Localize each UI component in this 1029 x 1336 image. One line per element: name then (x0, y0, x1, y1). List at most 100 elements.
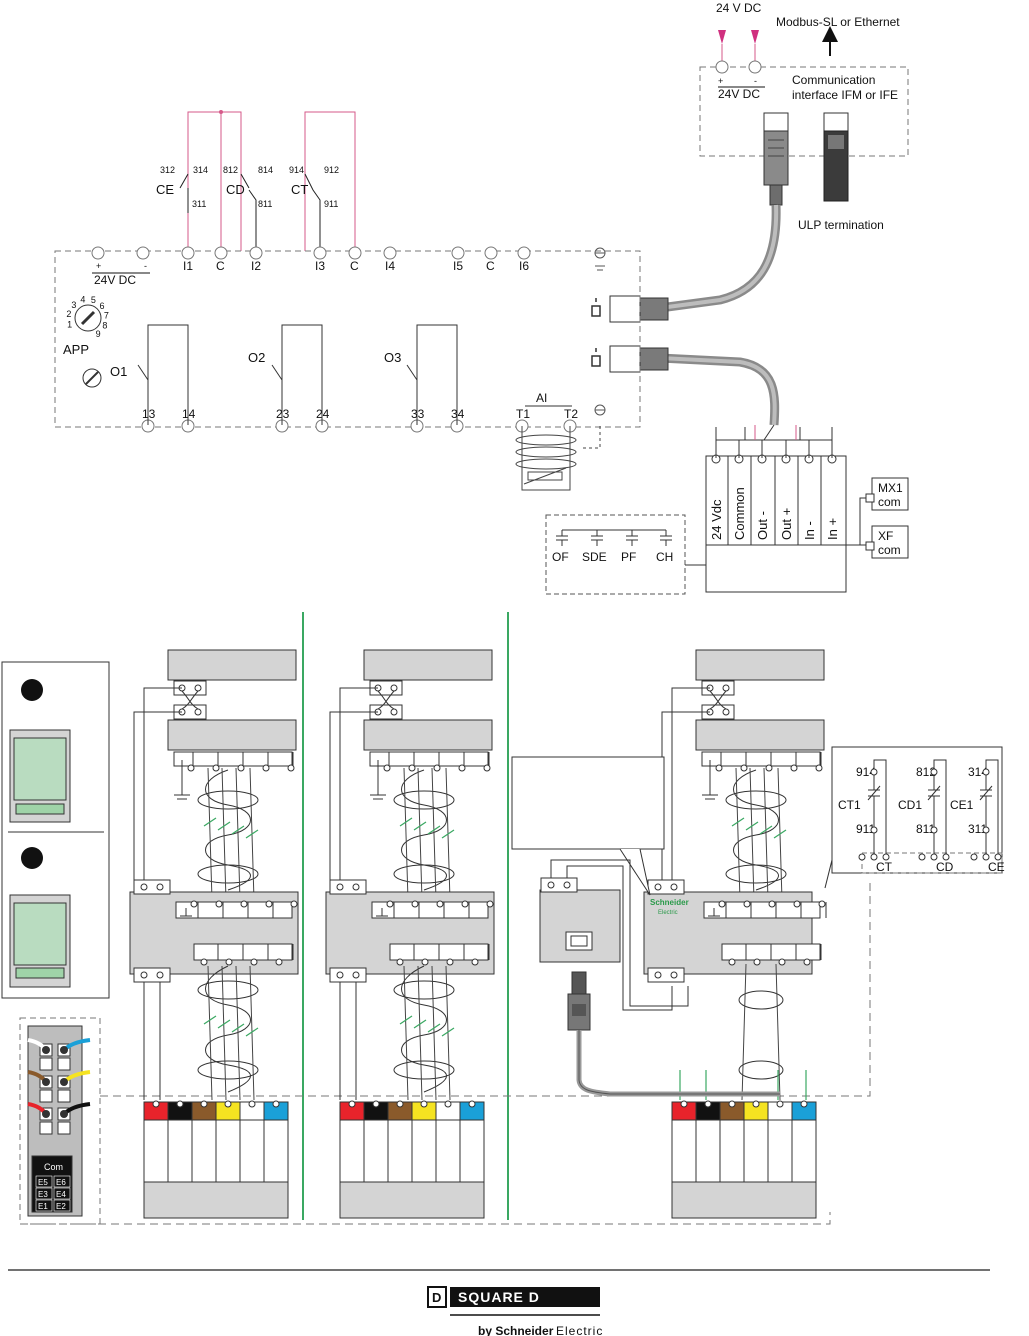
dial-digit: 7 (104, 310, 109, 320)
contact-ce-label: CE (156, 182, 174, 197)
schneider-logo-sub: Electric (658, 910, 678, 916)
brand-text: SQUARE D (458, 1289, 540, 1305)
terminal (451, 246, 465, 260)
indicator-label: OF (552, 550, 569, 564)
comm-module (539, 889, 621, 963)
terminal (313, 246, 327, 260)
connector-pin-label: E6 (56, 1178, 66, 1187)
dial-digit: 5 (91, 295, 96, 305)
output-terminal-label: 14 (182, 407, 196, 421)
app-label: APP (63, 342, 89, 357)
ulp-termination-label: ULP termination (798, 218, 884, 232)
rj45-plug-icon (763, 130, 789, 186)
power-arrow-minus (751, 30, 759, 44)
svg-text:-: - (754, 76, 757, 86)
output-terminal-label: 13 (142, 407, 156, 421)
io-24v-label: 24V DC (94, 273, 136, 287)
breaker-terminal-block (705, 455, 847, 593)
switch-pin-label: 811 (916, 822, 935, 836)
connector-pin-label: E2 (56, 1202, 66, 1211)
breaker-terminal-label: 24 Vdc (709, 499, 724, 540)
terminal (484, 246, 498, 260)
contact-cd-pin1: 812 (223, 165, 238, 175)
switch-contact-label: CT1 (838, 798, 861, 812)
switch-pin-label: 314 (968, 765, 988, 779)
legend-bullet-1 (21, 679, 43, 701)
switch-terminal-label: CE (988, 860, 1005, 874)
switch-contact-label: CE1 (950, 798, 974, 812)
dial-digit: 2 (66, 309, 71, 319)
mx1-label: MX1 (878, 481, 903, 495)
dial-digit: 3 (71, 300, 76, 310)
xf-label: XF (878, 529, 893, 543)
contact-ce-pin2: 314 (193, 165, 208, 175)
ulp-cable (659, 204, 781, 313)
indicator-label: PF (621, 550, 636, 564)
connector-pin-label: E3 (38, 1190, 48, 1199)
contact-cd-label: CD (226, 182, 245, 197)
indicator-label: SDE (582, 550, 607, 564)
dial-digit: 8 (102, 321, 107, 331)
contact-cd-pin3: 811 (258, 199, 272, 209)
legend-bullet-2 (21, 847, 43, 869)
network-label: Modbus-SL or Ethernet (776, 15, 900, 29)
comm-interface-box (699, 66, 909, 157)
contact-ct-label: CT (291, 182, 308, 197)
device-column (325, 649, 495, 1219)
breaker-terminal-label: Common (732, 487, 747, 540)
switch-terminal-label: CD (936, 860, 954, 874)
io-minus-label: - (144, 261, 147, 271)
io-plus-label: + (96, 261, 101, 271)
svg-text:D: D (432, 1290, 441, 1305)
terminal (383, 246, 397, 260)
power-arrow-plus (718, 30, 726, 44)
switch-contact-label: CD1 (898, 798, 922, 812)
input-terminal-label: I1 (183, 259, 193, 273)
io-module-box (54, 250, 641, 428)
breaker-terminal-label: Out - (755, 511, 770, 540)
output-terminal-label: T1 (516, 407, 530, 421)
rotary-dial-icon (74, 304, 102, 332)
input-terminal-label: C (486, 259, 495, 273)
output-terminal-label: 24 (316, 407, 330, 421)
ai-label: AI (536, 391, 547, 405)
terminal (91, 246, 105, 260)
output-terminal-label: 33 (411, 407, 425, 421)
terminal (136, 246, 150, 260)
terminal (181, 246, 195, 260)
xf-com-label: com (878, 543, 901, 557)
output-o3-label: O3 (384, 350, 401, 365)
power-label: 24 V DC (716, 1, 762, 15)
contact-ce-pin3: 311 (192, 199, 206, 209)
earth-icon (594, 247, 606, 271)
by-schneider-text: by Schneider (478, 1324, 554, 1336)
square-d-logo-icon: D (427, 1286, 600, 1308)
output-o1-label: O1 (110, 364, 127, 379)
callout-box (511, 756, 665, 850)
input-terminal-label: I6 (519, 259, 529, 273)
terminal (517, 246, 531, 260)
svg-text:+: + (718, 76, 723, 86)
schneider-logo: Schneider (650, 898, 689, 907)
mode-switch-icon (82, 368, 102, 388)
electric-text: Electric (556, 1324, 603, 1336)
output-terminal-label: 23 (276, 407, 290, 421)
connector-pin-label: E4 (56, 1190, 66, 1199)
input-terminal-label: I2 (251, 259, 261, 273)
contact-ct-pin2: 912 (324, 165, 339, 175)
contact-ct-pin3: 911 (324, 199, 338, 209)
dial-digit: 4 (80, 295, 85, 305)
contact-cd-pin2: 814 (258, 165, 273, 175)
switch-pin-label: 311 (968, 822, 987, 836)
switch-terminal-label: CT (876, 860, 893, 874)
contacts-group (187, 111, 356, 251)
device-column (129, 649, 299, 1219)
terminal (348, 246, 362, 260)
dial-digit: 9 (96, 329, 101, 339)
contact-ct-pin1: 914 (289, 165, 304, 175)
breaker-terminal-label: In + (825, 518, 840, 540)
switch-pin-label: 812 (916, 765, 936, 779)
input-terminal-label: I3 (315, 259, 325, 273)
